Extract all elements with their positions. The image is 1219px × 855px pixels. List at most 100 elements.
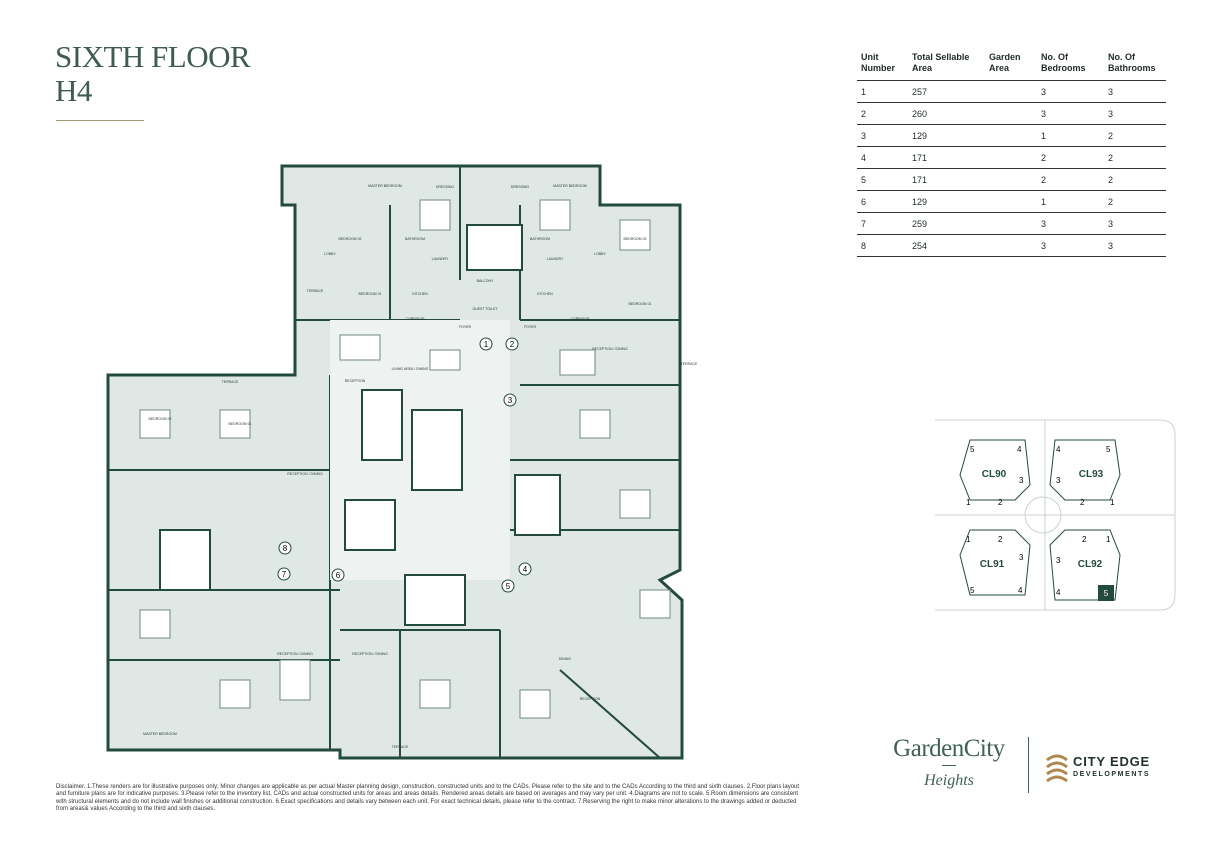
svg-text:3: 3 bbox=[1019, 476, 1024, 485]
title-underline bbox=[56, 120, 144, 121]
room-label: MASTER BEDROOM bbox=[368, 184, 402, 188]
unit-marker-2: 2 bbox=[505, 337, 519, 351]
svg-text:4: 4 bbox=[1017, 445, 1022, 454]
heights-wordmark: Heights bbox=[924, 772, 974, 789]
room-label: FOYER bbox=[524, 325, 537, 329]
room-labels: MASTER BEDROOM MASTER BEDROOM MASTER BED… bbox=[143, 184, 698, 749]
room-label: KITCHEN bbox=[412, 292, 428, 296]
svg-text:2: 2 bbox=[1082, 535, 1087, 544]
logo-divider bbox=[1028, 737, 1029, 793]
unit-markers: 1 2 3 4 5 6 7 8 bbox=[277, 337, 532, 593]
room-label: BEDROOM 02 bbox=[339, 237, 362, 241]
col-total-sellable-area: Total Sellable Area bbox=[908, 50, 985, 81]
room-label: DRESSING bbox=[436, 185, 455, 189]
svg-text:CL93: CL93 bbox=[1079, 469, 1104, 480]
furniture bbox=[139, 199, 671, 719]
unit-marker-7: 7 bbox=[277, 567, 291, 581]
room-label: LAUNDRY bbox=[432, 257, 449, 261]
svg-text:7: 7 bbox=[282, 570, 287, 579]
room-label: BEDROOM 01 bbox=[359, 292, 382, 296]
svg-text:5: 5 bbox=[1104, 589, 1109, 598]
keymap-building-cl91: CL91 1 2 3 5 4 bbox=[959, 529, 1031, 596]
svg-text:4: 4 bbox=[1056, 588, 1061, 597]
room-label: TERRACE bbox=[681, 362, 698, 366]
svg-text:8: 8 bbox=[283, 544, 288, 553]
svg-text:5: 5 bbox=[506, 582, 511, 591]
room-label: DRESSING bbox=[511, 185, 530, 189]
svg-text:1: 1 bbox=[484, 340, 489, 349]
unit-marker-5: 5 bbox=[501, 579, 515, 593]
city-edge-emblem-icon bbox=[1046, 754, 1068, 782]
keymap-building-cl90: CL90 5 4 3 1 2 bbox=[959, 439, 1031, 507]
room-label: GUEST TOILET bbox=[472, 307, 498, 311]
key-plan: CL90 5 4 3 1 2 CL93 4 5 3 2 1 CL91 1 2 3… bbox=[935, 419, 1176, 611]
col-unit-number: Unit Number bbox=[857, 50, 908, 81]
table-header-row: Unit Number Total Sellable Area Garden A… bbox=[857, 50, 1166, 81]
room-label: BEDROOM 02 bbox=[149, 417, 172, 421]
keymap-building-cl92: CL92 2 1 3 4 5 bbox=[1049, 529, 1121, 601]
circulation-core bbox=[159, 224, 561, 626]
svg-text:4: 4 bbox=[1018, 586, 1023, 595]
svg-text:5: 5 bbox=[970, 445, 975, 454]
room-label: LOBBY bbox=[324, 252, 336, 256]
col-bedrooms: No. Of Bedrooms bbox=[1037, 50, 1104, 81]
room-label: FOYER bbox=[459, 325, 472, 329]
room-label: MASTER BEDROOM bbox=[553, 184, 587, 188]
room-label: KITCHEN bbox=[537, 292, 553, 296]
svg-text:2: 2 bbox=[510, 340, 515, 349]
svg-text:CL92: CL92 bbox=[1078, 559, 1103, 570]
svg-text:CL90: CL90 bbox=[982, 469, 1007, 480]
room-label: CORRIDOR bbox=[405, 317, 425, 321]
page-title: SIXTH FLOOR H4 bbox=[55, 39, 251, 108]
unit-marker-8: 8 bbox=[278, 541, 292, 555]
garden-city-heights-logo: GardenCity Heights bbox=[884, 735, 1014, 790]
svg-text:3: 3 bbox=[1056, 556, 1061, 565]
logo-dash bbox=[942, 765, 956, 766]
room-label: RECEPTION bbox=[345, 379, 366, 383]
unit-marker-3: 3 bbox=[503, 393, 517, 407]
svg-text:5: 5 bbox=[1106, 445, 1111, 454]
svg-text:2: 2 bbox=[998, 535, 1003, 544]
floor-plan: 1 2 3 4 5 6 7 8 MASTER BEDROOM MASTER BE… bbox=[106, 164, 698, 760]
room-label: RECEPTION / DINING bbox=[287, 472, 323, 476]
svg-text:2: 2 bbox=[998, 498, 1003, 507]
room-label: RECEPTION / DINING bbox=[592, 347, 628, 351]
unit-marker-6: 6 bbox=[331, 568, 345, 582]
room-label: BEDROOM 02 bbox=[624, 237, 647, 241]
room-label: LIVING AREA / DINING bbox=[392, 367, 429, 371]
room-label: BALCONY bbox=[477, 279, 494, 283]
room-label: MASTER BEDROOM bbox=[143, 732, 177, 736]
svg-text:2: 2 bbox=[1080, 498, 1085, 507]
keymap-building-cl93: CL93 4 5 3 2 1 bbox=[1049, 439, 1121, 507]
keymap-highlight-unit bbox=[1098, 585, 1114, 601]
room-label: TERRACE bbox=[307, 289, 324, 293]
disclaimer: Disclaimer. 1.These renders are for illu… bbox=[56, 784, 800, 813]
col-garden-area: Garden Area bbox=[985, 50, 1037, 81]
room-label: LOBBY bbox=[594, 252, 606, 256]
svg-text:4: 4 bbox=[523, 565, 528, 574]
room-label: BEDROOM 01 bbox=[229, 422, 252, 426]
room-label: CORRIDOR bbox=[570, 317, 590, 321]
svg-text:3: 3 bbox=[1056, 476, 1061, 485]
room-label: BEDROOM 01 bbox=[629, 302, 652, 306]
developments-wordmark: DEVELOPMENTS bbox=[1073, 771, 1151, 778]
building-code: H4 bbox=[55, 73, 92, 108]
svg-text:3: 3 bbox=[508, 396, 513, 405]
svg-text:1: 1 bbox=[1106, 535, 1111, 544]
garden-city-wordmark: GardenCity bbox=[893, 735, 1005, 762]
svg-text:3: 3 bbox=[1019, 553, 1024, 562]
unit-marker-4: 4 bbox=[518, 562, 532, 576]
unit-area-table: Unit Number Total Sellable Area Garden A… bbox=[857, 50, 1166, 257]
room-label: RECEPTION bbox=[580, 697, 601, 701]
svg-text:1: 1 bbox=[1110, 498, 1115, 507]
floor-title: SIXTH FLOOR bbox=[55, 39, 251, 74]
city-edge-wordmark: CITY EDGE bbox=[1073, 754, 1151, 769]
room-label: DINING bbox=[559, 657, 572, 661]
unit-marker-1: 1 bbox=[479, 337, 493, 351]
